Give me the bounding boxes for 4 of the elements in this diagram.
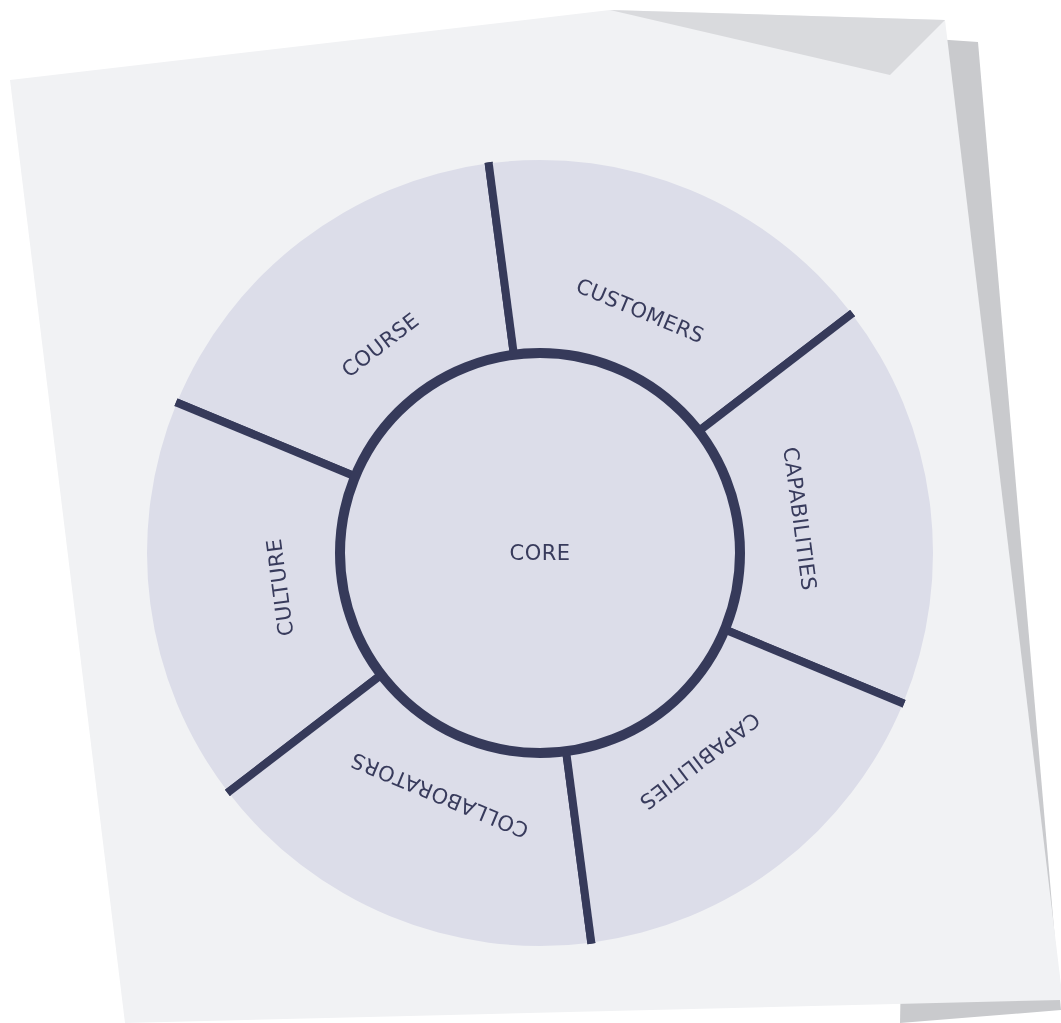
segment-label: CAPABILITIES	[778, 445, 822, 593]
segment-label: CULTURE	[261, 536, 299, 638]
segment-label: CORE	[509, 541, 571, 565]
ring-segment	[562, 625, 906, 945]
